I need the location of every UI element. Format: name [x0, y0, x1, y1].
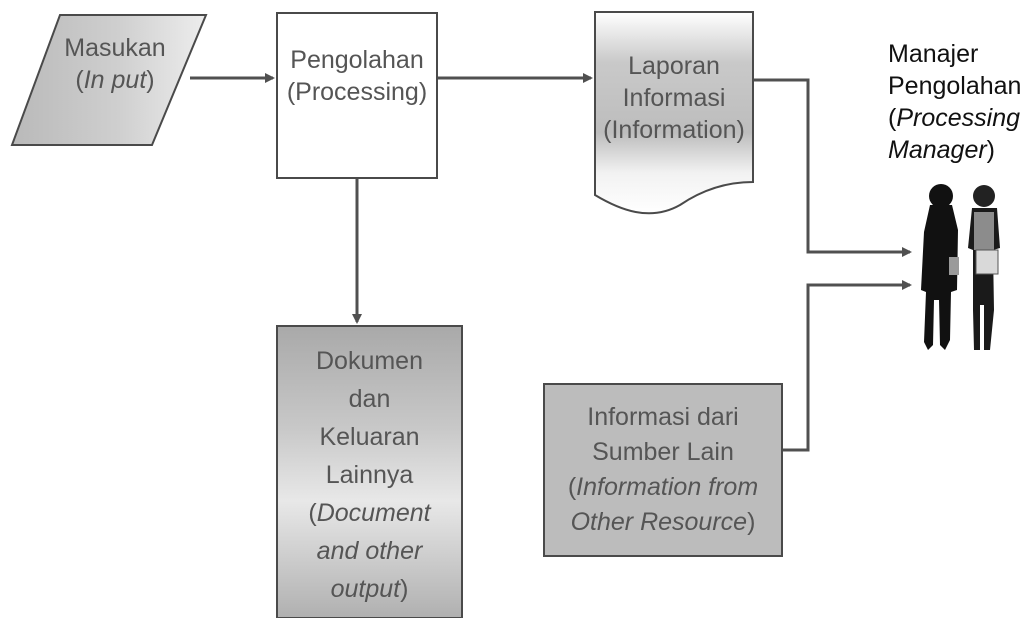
report-document-shape [594, 11, 754, 215]
processing-subtitle: (Processing) [286, 78, 428, 106]
manager-line-1: Manajer [888, 40, 979, 68]
processing-title: Pengolahan [290, 46, 424, 74]
input-label: Masukan (In put) [40, 32, 190, 96]
documents-line-4: Lainnya [325, 461, 414, 489]
documents-label: Dokumen dan Keluaran Lainnya (Document a… [277, 342, 462, 608]
processing-label: Pengolahan (Processing) [277, 44, 437, 108]
documents-line-1: Dokumen [316, 347, 423, 375]
other-info-line-3: (Information from [567, 473, 759, 501]
input-title: Masukan [64, 34, 166, 62]
documents-line-7: output) [330, 575, 409, 603]
documents-line-2: dan [348, 385, 391, 413]
documents-line-3: Keluaran [319, 423, 420, 451]
manager-line-3: (Processing [888, 104, 1020, 132]
report-label: Laporan Informasi (Information) [595, 50, 753, 146]
manager-figure-woman-icon [921, 184, 959, 350]
report-line-3: (Information) [603, 116, 745, 144]
report-line-1: Laporan [628, 52, 720, 80]
other-info-line-4: Other Resource) [570, 508, 756, 536]
documents-box [276, 325, 463, 618]
report-line-2: Informasi [622, 84, 726, 112]
processing-box [276, 12, 438, 179]
other-info-box [543, 383, 783, 557]
other-info-line-1: Informasi dari [587, 403, 739, 431]
manager-line-2: Pengolahan [888, 72, 1022, 100]
other-info-label: Informasi dari Sumber Lain (Information … [544, 400, 782, 540]
documents-line-5: (Document [308, 499, 431, 527]
documents-line-6: and other [316, 537, 423, 565]
arrow-report-to-manager [754, 78, 912, 257]
input-subtitle: (In put) [75, 66, 155, 94]
arrow-other-info-to-manager [783, 280, 912, 452]
manager-line-4: Manager) [888, 136, 995, 164]
manager-label: Manajer Pengolahan (Processing Manager) [888, 38, 1028, 166]
manager-figure-man-icon [968, 185, 1000, 350]
other-info-line-2: Sumber Lain [592, 438, 734, 466]
input-shape [10, 14, 208, 146]
